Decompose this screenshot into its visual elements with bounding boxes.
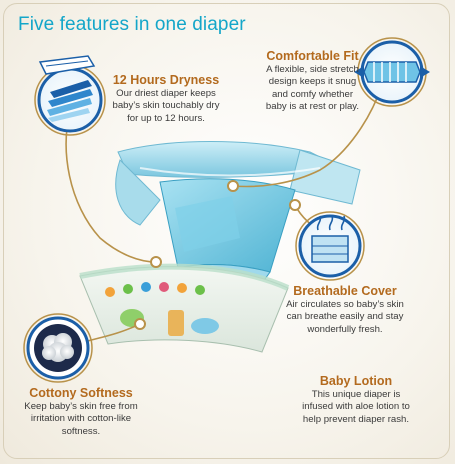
rounded-frame (3, 3, 450, 459)
feature-description: Air circulates so baby’s skin can breath… (280, 299, 410, 336)
page-title: Five features in one diaper (18, 14, 246, 35)
feature-heading: 12 Hours Dryness (112, 73, 220, 87)
feature-heading: Comfortable Fit (266, 49, 359, 63)
feature-description: Our driest diaper keeps baby’s skin touc… (86, 88, 246, 125)
feature-breathable-cover: Breathable Cover Air circulates so baby’… (280, 284, 410, 336)
breathable-cover-icon (295, 211, 365, 281)
callout-dots (134, 180, 301, 330)
description-line: Keep baby’s skin free from (24, 401, 138, 412)
feature-baby-lotion: Baby Lotion This unique diaper is infuse… (286, 374, 426, 426)
description-line: This unique diaper is (311, 389, 401, 400)
description-line: baby’s skin touchably dry (112, 100, 220, 112)
description-line: irritation with cotton-like (30, 413, 132, 425)
feature-description: This unique diaper is infused with aloe … (286, 389, 426, 426)
description-line: softness. (61, 425, 101, 437)
description-line: Our driest diaper keeps (116, 88, 216, 99)
description-line: can breathe easily and stay (286, 311, 404, 323)
feature-description: Keep baby’s skin free from irritation wi… (6, 401, 156, 438)
description-line: A flexible, side stretch (266, 64, 359, 75)
description-line: baby is at rest or play. (265, 101, 360, 113)
description-line: design keeps it snug (268, 76, 357, 88)
diaper-back (115, 141, 361, 226)
description-line: infused with aloe lotion to (302, 401, 410, 413)
feature-12-hours-dryness: 12 Hours Dryness Our driest diaper keeps… (86, 73, 246, 125)
feature-description: A flexible, side stretch design keeps it… (240, 64, 385, 114)
feature-heading: Breathable Cover (293, 284, 397, 298)
feature-heading: Baby Lotion (319, 374, 393, 388)
description-line: help prevent diaper rash. (302, 413, 410, 425)
dryness-layers-icon (34, 55, 106, 136)
description-line: and comfy whether (271, 88, 354, 100)
description-line: for up to 12 hours. (127, 112, 205, 124)
feature-heading: Cottony Softness (29, 386, 133, 400)
cotton-ball-icon (23, 313, 93, 383)
diaper-front (79, 263, 290, 353)
description-line: Air circulates so baby’s skin (286, 299, 404, 310)
feature-cottony-softness: Cottony Softness Keep baby’s skin free f… (6, 386, 156, 438)
description-line: wonderfully fresh. (307, 323, 383, 335)
feature-comfortable-fit: Comfortable Fit A flexible, side stretch… (240, 49, 385, 114)
side-stretch-icon (354, 37, 430, 107)
